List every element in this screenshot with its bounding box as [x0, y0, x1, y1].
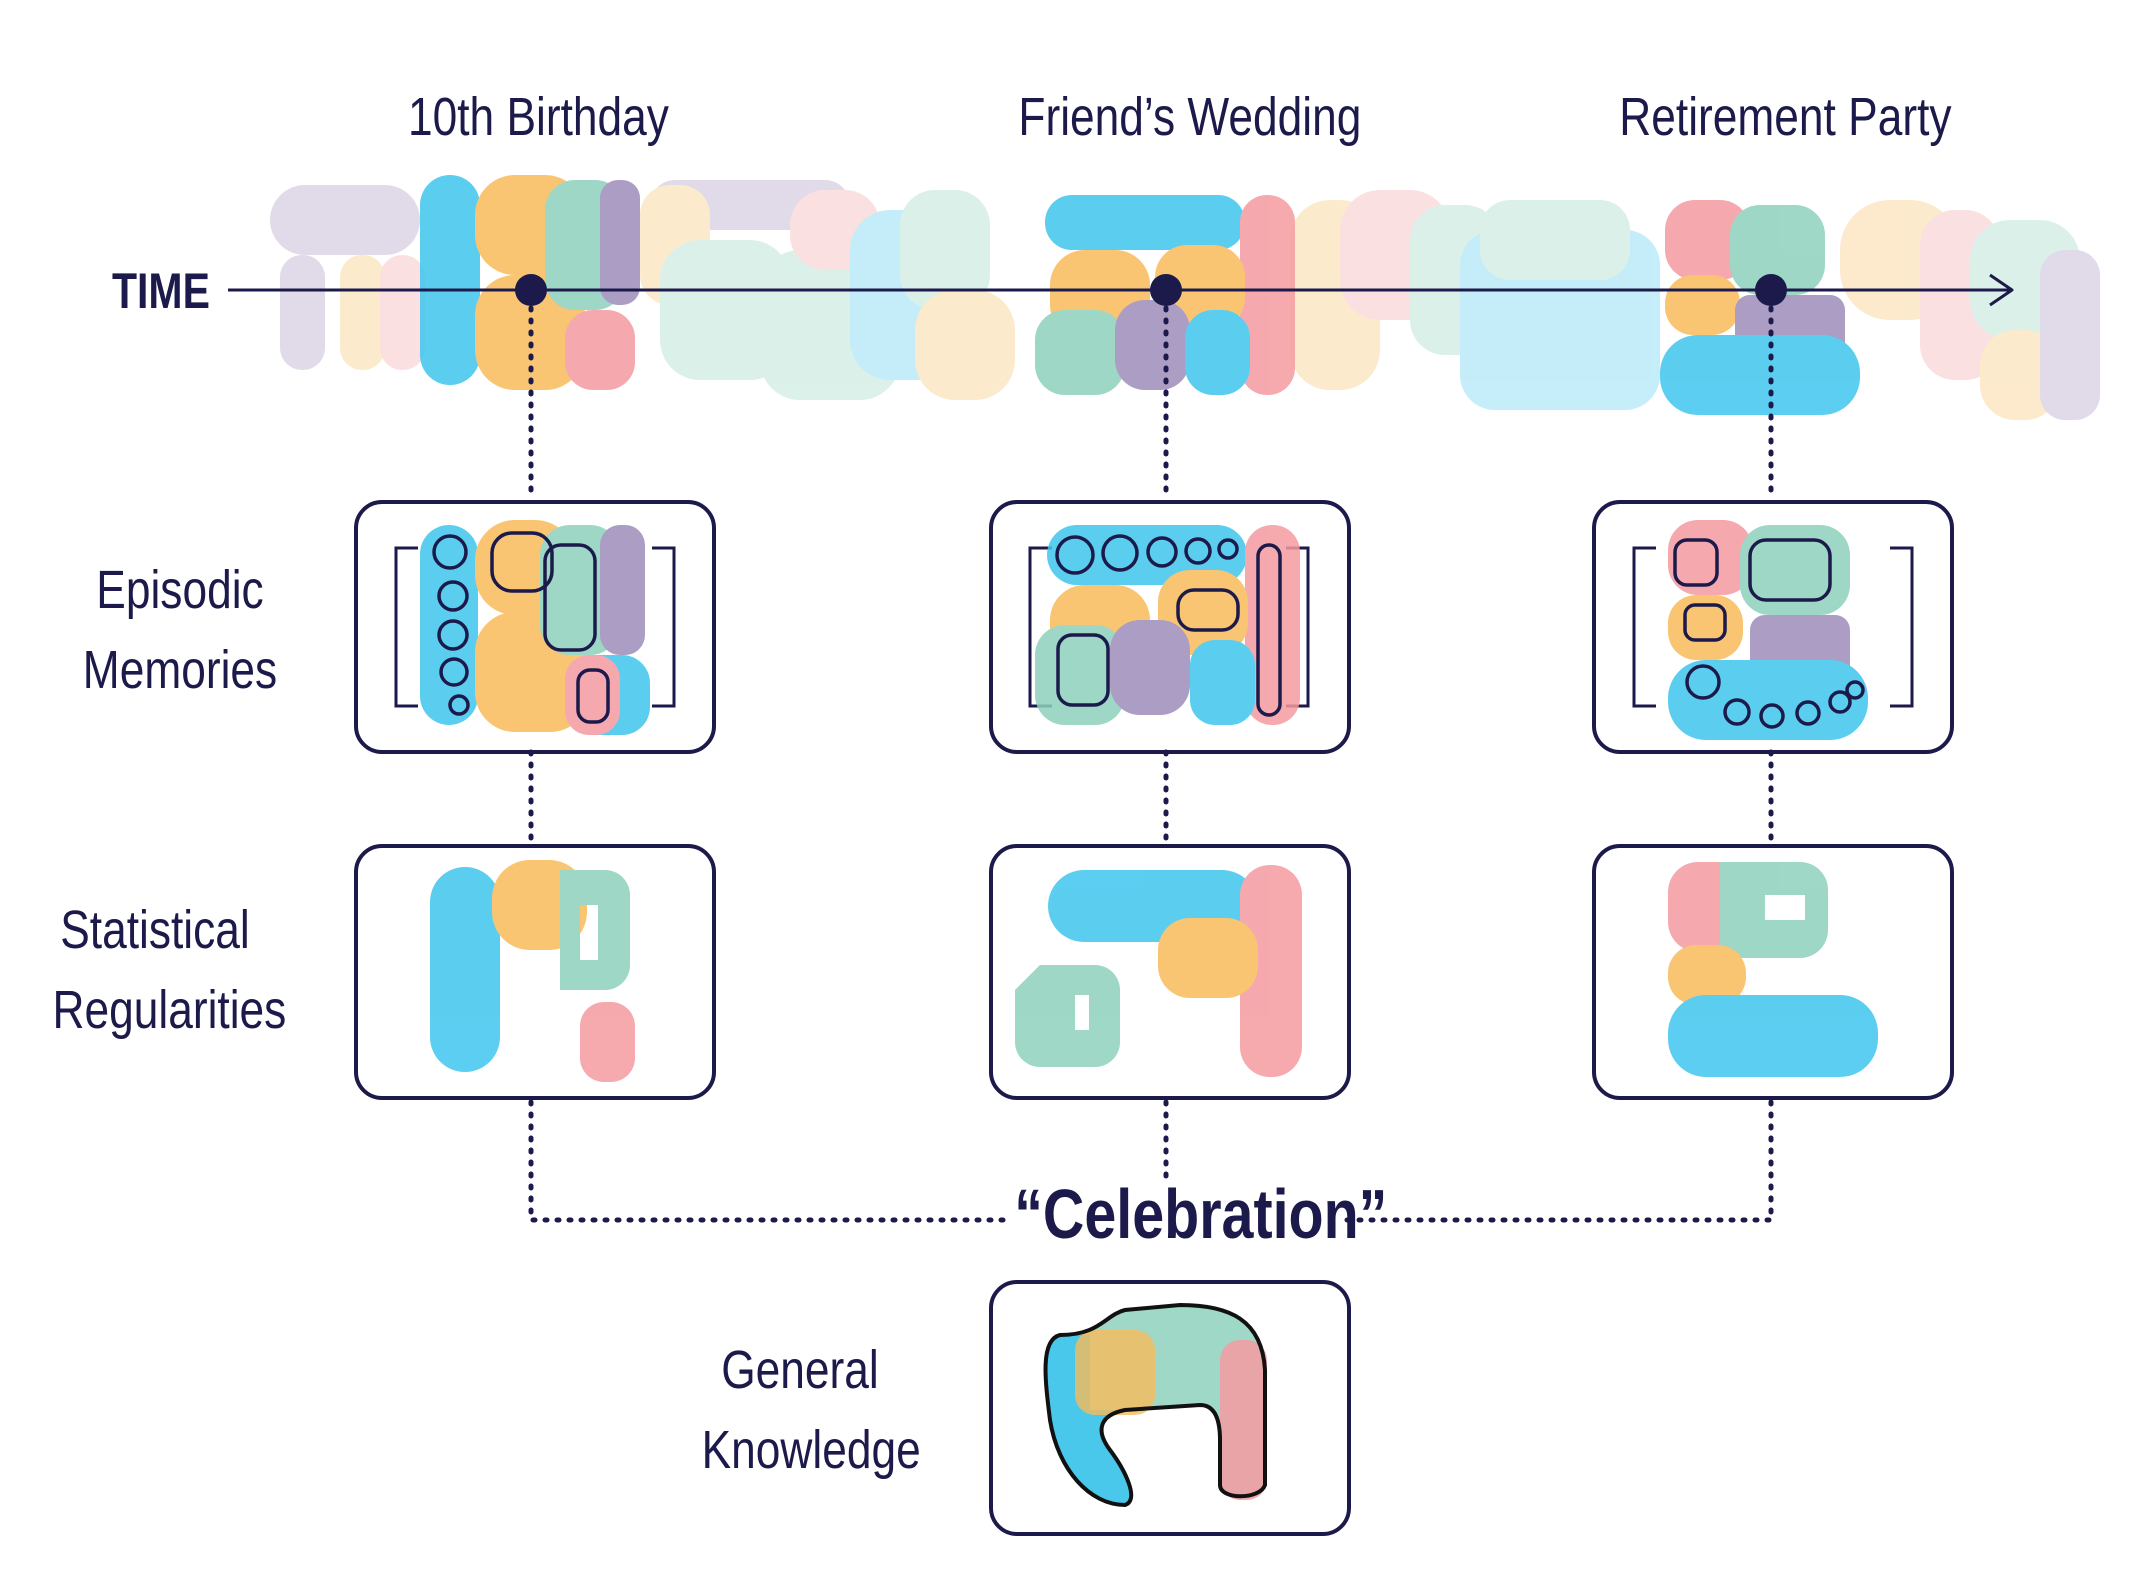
timeline-cluster-retirement: [1660, 200, 1860, 415]
event-label-retirement: Retirement Party: [1619, 87, 1952, 147]
episodic-birthday: [394, 520, 676, 735]
frame-boxes: [354, 500, 1954, 1536]
general-knowledge-shape: [1043, 1302, 1267, 1508]
event-label-birthday: 10th Birthday: [408, 87, 669, 147]
statistical-birthday: [430, 860, 635, 1082]
episodic-retirement: [1632, 520, 1914, 740]
event-label-wedding: Friend’s Wedding: [1018, 87, 1362, 147]
timeline-cluster-wedding: [1035, 195, 1295, 395]
event-marker-birthday: [515, 274, 547, 306]
time-axis-label: TIME: [112, 263, 210, 319]
concept-label: “Celebration”: [1014, 1175, 1388, 1253]
row-label-general: General Knowledge: [701, 1340, 921, 1480]
timeline-strip: [270, 180, 2100, 420]
row-label-episodic: Episodic Memories: [82, 560, 278, 700]
event-marker-wedding: [1150, 274, 1182, 306]
event-marker-retirement: [1755, 274, 1787, 306]
statistical-retirement: [1668, 862, 1878, 1077]
row-label-statistical: Statistical Regularities: [52, 900, 287, 1040]
dotted-connectors: [528, 305, 1774, 1223]
episodic-wedding: [1028, 525, 1310, 725]
statistical-wedding: [1015, 865, 1302, 1077]
